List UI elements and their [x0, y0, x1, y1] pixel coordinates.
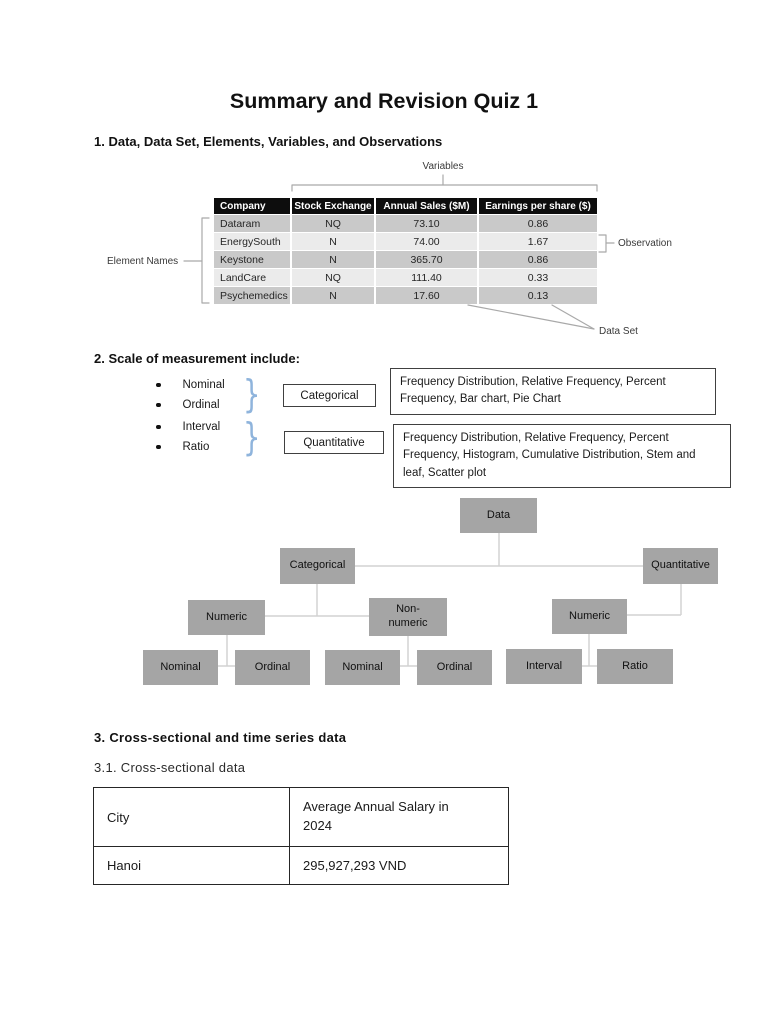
observation-label: Observation	[618, 238, 672, 249]
section1-heading: 1. Data, Data Set, Elements, Variables, …	[94, 134, 443, 149]
table-cell: LandCare	[214, 269, 290, 286]
table-cell: 0.33	[479, 269, 597, 286]
curly-brace-icon: }	[243, 415, 261, 459]
table-cell: NQ	[292, 215, 374, 232]
section3-heading: 3. Cross-sectional and time series data	[94, 730, 347, 745]
variables-label: Variables	[422, 161, 464, 172]
column-header-earnings: Earnings per share ($)	[479, 198, 597, 214]
tree-node-non-numeric: Non-numeric	[369, 598, 447, 636]
bullet-label: Nominal	[182, 379, 225, 391]
categorical-methods-box: Frequency Distribution, Relative Frequen…	[390, 368, 716, 415]
bullet-icon	[156, 424, 161, 430]
table-cell: N	[292, 251, 374, 268]
table-cell: 0.13	[479, 287, 597, 304]
tree-connector-lines	[218, 533, 682, 667]
tree-node-interval: Interval	[506, 649, 582, 684]
table-cell: 74.00	[376, 233, 477, 250]
table-cell: Dataram	[214, 215, 290, 232]
tree-node-nominal: Nominal	[143, 650, 218, 685]
bullet-label: Interval	[182, 421, 221, 433]
categorical-box: Categorical	[283, 384, 376, 407]
section2-heading: 2. Scale of measurement include:	[94, 351, 300, 366]
bullet-label: Ordinal	[182, 399, 220, 411]
column-header-salary-label: Average Annual Salary in 2024	[303, 799, 449, 833]
quantitative-box: Quantitative	[284, 431, 384, 454]
column-header-salary: Average Annual Salary in 2024	[289, 788, 508, 846]
curly-brace-icon: }	[243, 372, 261, 416]
table-cell: NQ	[292, 269, 374, 286]
quantitative-methods-box: Frequency Distribution, Relative Frequen…	[393, 424, 731, 488]
tree-node-ratio: Ratio	[597, 649, 673, 684]
list-item-ratio: Ratio	[156, 439, 209, 455]
table-cell: Hanoi	[94, 846, 289, 884]
table-cell: N	[292, 233, 374, 250]
bullet-icon	[156, 444, 161, 450]
table-cell: 0.86	[479, 251, 597, 268]
company-data-table: Company Stock Exchange Annual Sales ($M)…	[214, 198, 597, 304]
section3-1-subheading: 3.1. Cross-sectional data	[94, 760, 246, 775]
element-names-label: Element Names	[107, 256, 179, 267]
table-cell: 111.40	[376, 269, 477, 286]
table-cell: 365.70	[376, 251, 477, 268]
table-cell: EnergySouth	[214, 233, 290, 250]
tree-node-ordinal: Ordinal	[235, 650, 310, 685]
document-title: Summary and Revision Quiz 1	[229, 89, 539, 113]
column-header-city: City	[107, 809, 130, 825]
column-header-stock-exchange: Stock Exchange	[292, 198, 374, 214]
cross-sectional-table: City Average Annual Salary in 2024 Hanoi…	[93, 787, 509, 885]
table-cell: Psychemedics	[214, 287, 290, 304]
table-cell: 17.60	[376, 287, 477, 304]
tree-node-label: Non-numeric	[388, 603, 428, 629]
bullet-icon	[156, 402, 161, 408]
table-cell: 0.86	[479, 215, 597, 232]
list-item-ordinal: Ordinal	[156, 397, 220, 413]
column-header-company: Company	[214, 198, 290, 214]
table-cell: Keystone	[214, 251, 290, 268]
bullet-icon	[156, 382, 161, 388]
tree-node-numeric-categorical: Numeric	[188, 600, 265, 635]
table-cell: N	[292, 287, 374, 304]
table-cell: 73.10	[376, 215, 477, 232]
figure1-annotation-lines	[183, 174, 615, 330]
data-set-label: Data Set	[599, 326, 638, 337]
tree-node-categorical: Categorical	[280, 548, 355, 584]
list-item-interval: Interval	[156, 419, 220, 435]
tree-node-ordinal: Ordinal	[417, 650, 492, 685]
list-item-nominal: Nominal	[156, 377, 225, 393]
tree-node-data: Data	[460, 498, 537, 533]
bullet-label: Ratio	[182, 441, 210, 453]
table-cell: 295,927,293 VND	[289, 846, 508, 884]
tree-node-quantitative: Quantitative	[643, 548, 718, 584]
tree-node-nominal: Nominal	[325, 650, 400, 685]
column-header-annual-sales: Annual Sales ($M)	[376, 198, 477, 214]
tree-node-numeric-quantitative: Numeric	[552, 599, 627, 634]
table-cell: 1.67	[479, 233, 597, 250]
